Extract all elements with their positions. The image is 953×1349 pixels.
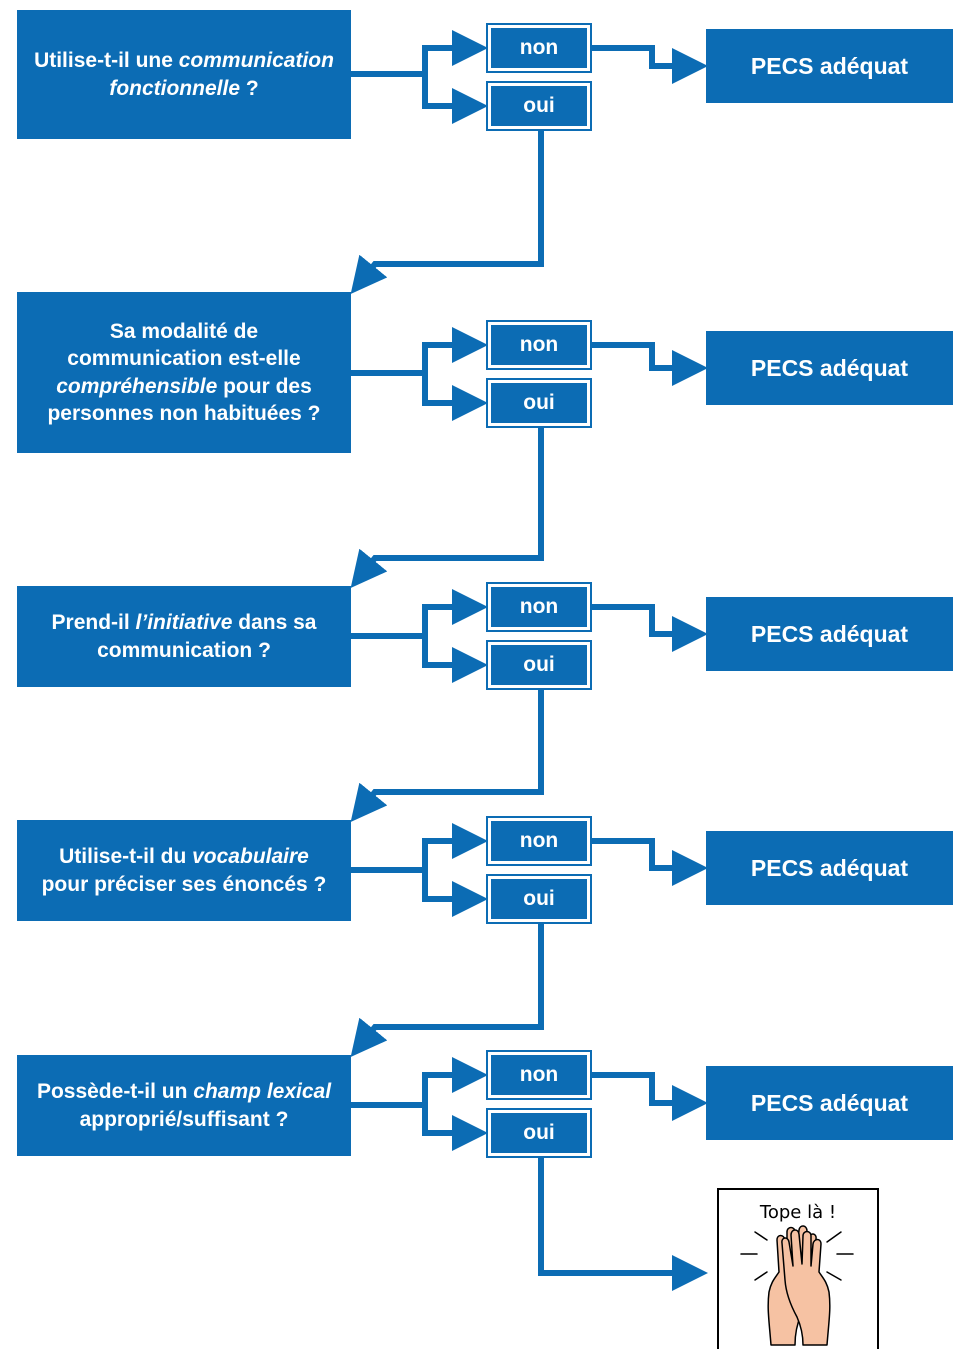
result-label-1: PECS adéquat bbox=[750, 52, 909, 79]
result-label-4: PECS adéquat bbox=[750, 854, 909, 881]
no-box-3: non bbox=[486, 582, 592, 632]
no-box-1: non bbox=[486, 23, 592, 73]
result-box-5: PECS adéquat bbox=[706, 1066, 953, 1140]
yes-label-1: oui bbox=[523, 94, 555, 117]
no-label-5: non bbox=[519, 1063, 559, 1086]
arrow-to-next-question-1 bbox=[350, 129, 544, 294]
no-box-2: non bbox=[486, 320, 592, 370]
arrow-to-final bbox=[538, 1156, 708, 1291]
yes-box-1: oui bbox=[486, 81, 592, 131]
yes-label-2: oui bbox=[523, 391, 555, 414]
arrow-to-result-5 bbox=[590, 1072, 708, 1121]
arrow-to-next-question-4 bbox=[350, 922, 544, 1057]
yes-label-5: oui bbox=[523, 1121, 555, 1144]
tope-la-card: Tope là ! bbox=[717, 1188, 879, 1349]
yes-box-4: oui bbox=[486, 874, 592, 924]
yes-label-3: oui bbox=[523, 653, 555, 676]
no-label-4: non bbox=[519, 829, 559, 852]
result-box-1: PECS adéquat bbox=[706, 29, 953, 103]
arrow-to-next-question-2 bbox=[350, 426, 544, 588]
arrow-to-result-1 bbox=[590, 45, 708, 84]
arrow-to-next-question-3 bbox=[350, 688, 544, 822]
result-label-3: PECS adéquat bbox=[750, 620, 909, 647]
no-box-4: non bbox=[486, 816, 592, 866]
arrow-to-result-3 bbox=[590, 604, 708, 652]
no-label-2: non bbox=[519, 333, 559, 356]
no-label-1: non bbox=[519, 36, 559, 59]
tope-la-text: Tope là ! bbox=[759, 1202, 837, 1223]
yes-label-4: oui bbox=[523, 887, 555, 910]
yes-box-3: oui bbox=[486, 640, 592, 690]
high-five-hands-icon bbox=[740, 1225, 854, 1346]
result-box-2: PECS adéquat bbox=[706, 331, 953, 405]
arrow-to-result-4 bbox=[590, 838, 708, 886]
no-box-5: non bbox=[486, 1050, 592, 1100]
no-label-3: non bbox=[519, 595, 559, 618]
result-box-3: PECS adéquat bbox=[706, 597, 953, 671]
yes-box-2: oui bbox=[486, 378, 592, 428]
result-label-5: PECS adéquat bbox=[750, 1089, 909, 1116]
yes-box-5: oui bbox=[486, 1108, 592, 1158]
result-label-2: PECS adéquat bbox=[750, 354, 909, 381]
arrow-to-result-2 bbox=[590, 342, 708, 386]
result-box-4: PECS adéquat bbox=[706, 831, 953, 905]
